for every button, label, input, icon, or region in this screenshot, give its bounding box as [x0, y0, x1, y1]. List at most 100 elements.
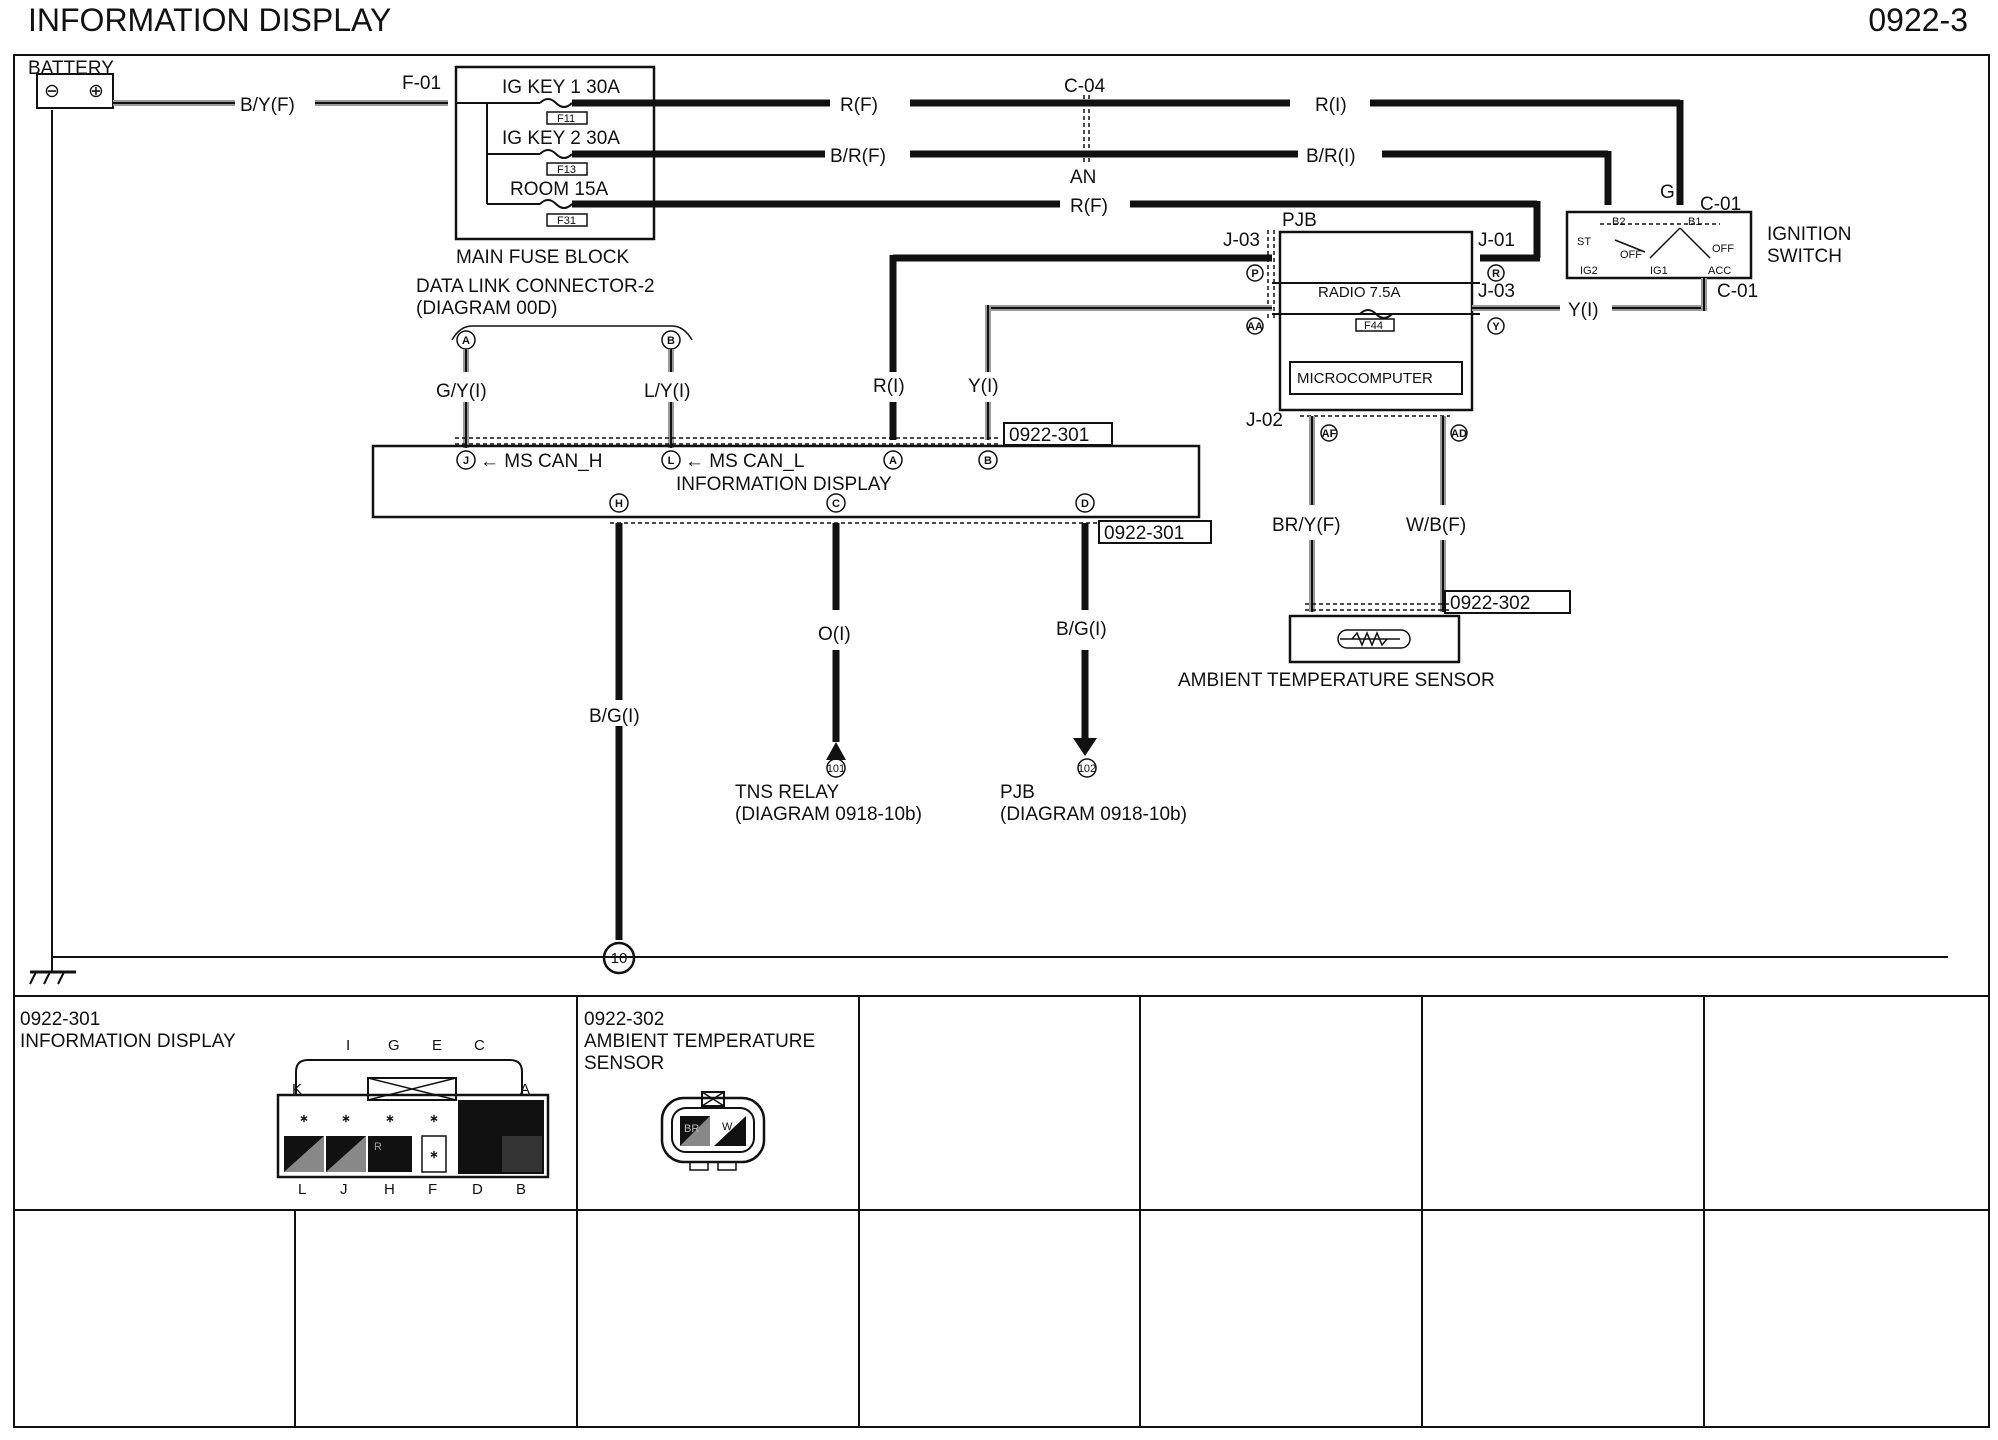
ambient-sensor-box [1288, 614, 1461, 664]
pjb2-label: PJB [1000, 782, 1035, 803]
battery: BATTERY ⊖ ⊕ [28, 58, 114, 109]
tns-arrow-icon [826, 742, 846, 760]
wire-label-o-i: O(I) [818, 624, 851, 645]
panel1-side-k: K [292, 1081, 302, 1098]
can-l-label: ← MS CAN_L [685, 451, 804, 472]
dlc-pin-b: B [667, 335, 675, 347]
pjb2-pin-icon [1077, 758, 1097, 778]
pjb-label: PJB [1282, 210, 1317, 231]
wire-label-ly-i: L/Y(I) [644, 381, 690, 402]
ground-pin-10: 10 [611, 950, 628, 967]
pjb-j03-top: J-03 [1223, 230, 1260, 251]
ign-ig2: IG2 [1580, 265, 1598, 277]
info-display-pins: J L A B H C D [456, 450, 1095, 513]
wire-label-by-f: B/Y(F) [240, 95, 295, 116]
id-pin-l: L [668, 455, 675, 467]
tns-pin: 101 [827, 763, 845, 775]
wire-label-r-i-display: R(I) [873, 376, 905, 397]
panel-grid-lines [294, 996, 1705, 1427]
pjb-j03-right: J-03 [1478, 281, 1515, 302]
panel1-top-g: G [388, 1037, 400, 1054]
page-title: INFORMATION DISPLAY [28, 2, 391, 38]
connector-an: AN [1070, 167, 1096, 188]
id-pin-j: J [463, 455, 469, 467]
wire-label-gy-i: G/Y(I) [436, 381, 487, 402]
pin-r-color: R [374, 1141, 382, 1153]
ambient-sensor-label: AMBIENT TEMPERATURE SENSOR [1178, 670, 1495, 691]
pjb-pin-af: AF [1322, 428, 1337, 440]
ign-st: ST [1577, 236, 1591, 248]
wire-label-br-i: B/R(I) [1306, 146, 1356, 167]
connector-c01-top: C-01 [1700, 194, 1741, 215]
sensor-pin-br: BR [684, 1123, 699, 1135]
panel1-top-c: C [474, 1037, 485, 1054]
information-display-label: INFORMATION DISPLAY [676, 474, 892, 495]
panel1-bottom-l: L [298, 1181, 306, 1198]
ign-b2: B2 [1612, 216, 1625, 228]
panel1-top-e: E [432, 1037, 442, 1054]
pjb-j01: J-01 [1478, 230, 1515, 251]
panel1-code: 0922-301 [20, 1009, 100, 1030]
ref-0922-301-bottom: 0922-301 [1104, 523, 1184, 544]
sensor-pin-w: W [722, 1121, 733, 1133]
dlc-pin-a: A [462, 335, 470, 347]
panel1-bottom-b: B [516, 1181, 526, 1198]
ign-b1: B1 [1688, 216, 1701, 228]
dlc-bracket [451, 325, 693, 341]
fuse-room: ROOM 15A [510, 179, 609, 200]
page-number: 0922-3 [1868, 2, 1968, 38]
diagram-frame [13, 54, 1990, 1428]
ignition-switch: B2 B1 ST OFF OFF IG2 IG1 ACC [1565, 210, 1753, 280]
wire-label-wb-f: W/B(F) [1406, 515, 1466, 536]
connector-f01: F-01 [402, 73, 441, 94]
pjb-radio-fuse: RADIO 7.5A [1318, 284, 1401, 301]
panel1-top-i: I [346, 1037, 350, 1054]
id-pin-b: B [984, 455, 992, 467]
pin-mark-5: ∗ [429, 1149, 438, 1161]
id-pin-a: A [889, 455, 897, 467]
wire-label-bry-f: BR/Y(F) [1272, 515, 1341, 536]
dlc-title: DATA LINK CONNECTOR-2 [416, 276, 655, 297]
ignition-switch-label-1: IGNITION [1767, 224, 1851, 245]
ref-box-0922-302 [1444, 590, 1571, 614]
ignition-switch-label-2: SWITCH [1767, 246, 1842, 267]
ref-0922-302: 0922-302 [1450, 593, 1530, 614]
panel2-code: 0922-302 [584, 1009, 664, 1030]
can-h-label: ← MS CAN_H [480, 451, 602, 472]
pjb-pins: P R AA Y AF AD [1246, 264, 1505, 442]
connector-g: G [1660, 182, 1675, 203]
wire-label-bg-i-ground: B/G(I) [589, 706, 640, 727]
pin-mark-4: ∗ [429, 1113, 438, 1125]
ground-pin-10-icon [602, 941, 636, 975]
fuse-code-f11: F11 [557, 113, 575, 125]
pjb2-pin: 102 [1078, 763, 1096, 775]
pin-mark-2: ∗ [341, 1113, 350, 1125]
connector-c04: C-04 [1064, 76, 1106, 97]
tns-relay-sub: (DIAGRAM 0918-10b) [735, 804, 922, 825]
battery-label: BATTERY [28, 58, 114, 79]
id-pin-d: D [1081, 498, 1089, 510]
panel1-bottom-d: D [472, 1181, 483, 1198]
pjb-j02: J-02 [1246, 410, 1283, 431]
wire-label-y-i-display: Y(I) [968, 376, 999, 397]
tns-pin-icon [826, 758, 846, 778]
wire-label-y-i-acc: Y(I) [1568, 300, 1599, 321]
panel2-name-1: AMBIENT TEMPERATURE [584, 1031, 815, 1052]
dlc-subtitle: (DIAGRAM 00D) [416, 298, 557, 319]
panel1-bottom-h: H [384, 1181, 395, 1198]
id-pin-h: H [615, 498, 623, 510]
ign-off2: OFF [1712, 243, 1734, 255]
ref-box-0922-301-bottom [1098, 520, 1212, 544]
fuse-ig-key-1: IG KEY 1 30A [502, 77, 620, 98]
ref-0922-301-top: 0922-301 [1009, 425, 1089, 446]
fuse-code-f13: F13 [557, 164, 576, 176]
pjb-microcomputer: MICROCOMPUTER [1297, 370, 1433, 387]
pjb-fuse-code: F44 [1364, 320, 1383, 332]
wire-label-br-f: B/R(F) [830, 146, 886, 167]
tns-relay-label: TNS RELAY [735, 782, 840, 803]
wire-label-r-f: R(F) [840, 95, 878, 116]
pjb-pin-p: P [1251, 268, 1258, 280]
battery-minus-icon: ⊖ [44, 81, 60, 102]
panel1-bottom-f: F [428, 1181, 437, 1198]
wire-label-bg-i-pjb: B/G(I) [1056, 619, 1107, 640]
